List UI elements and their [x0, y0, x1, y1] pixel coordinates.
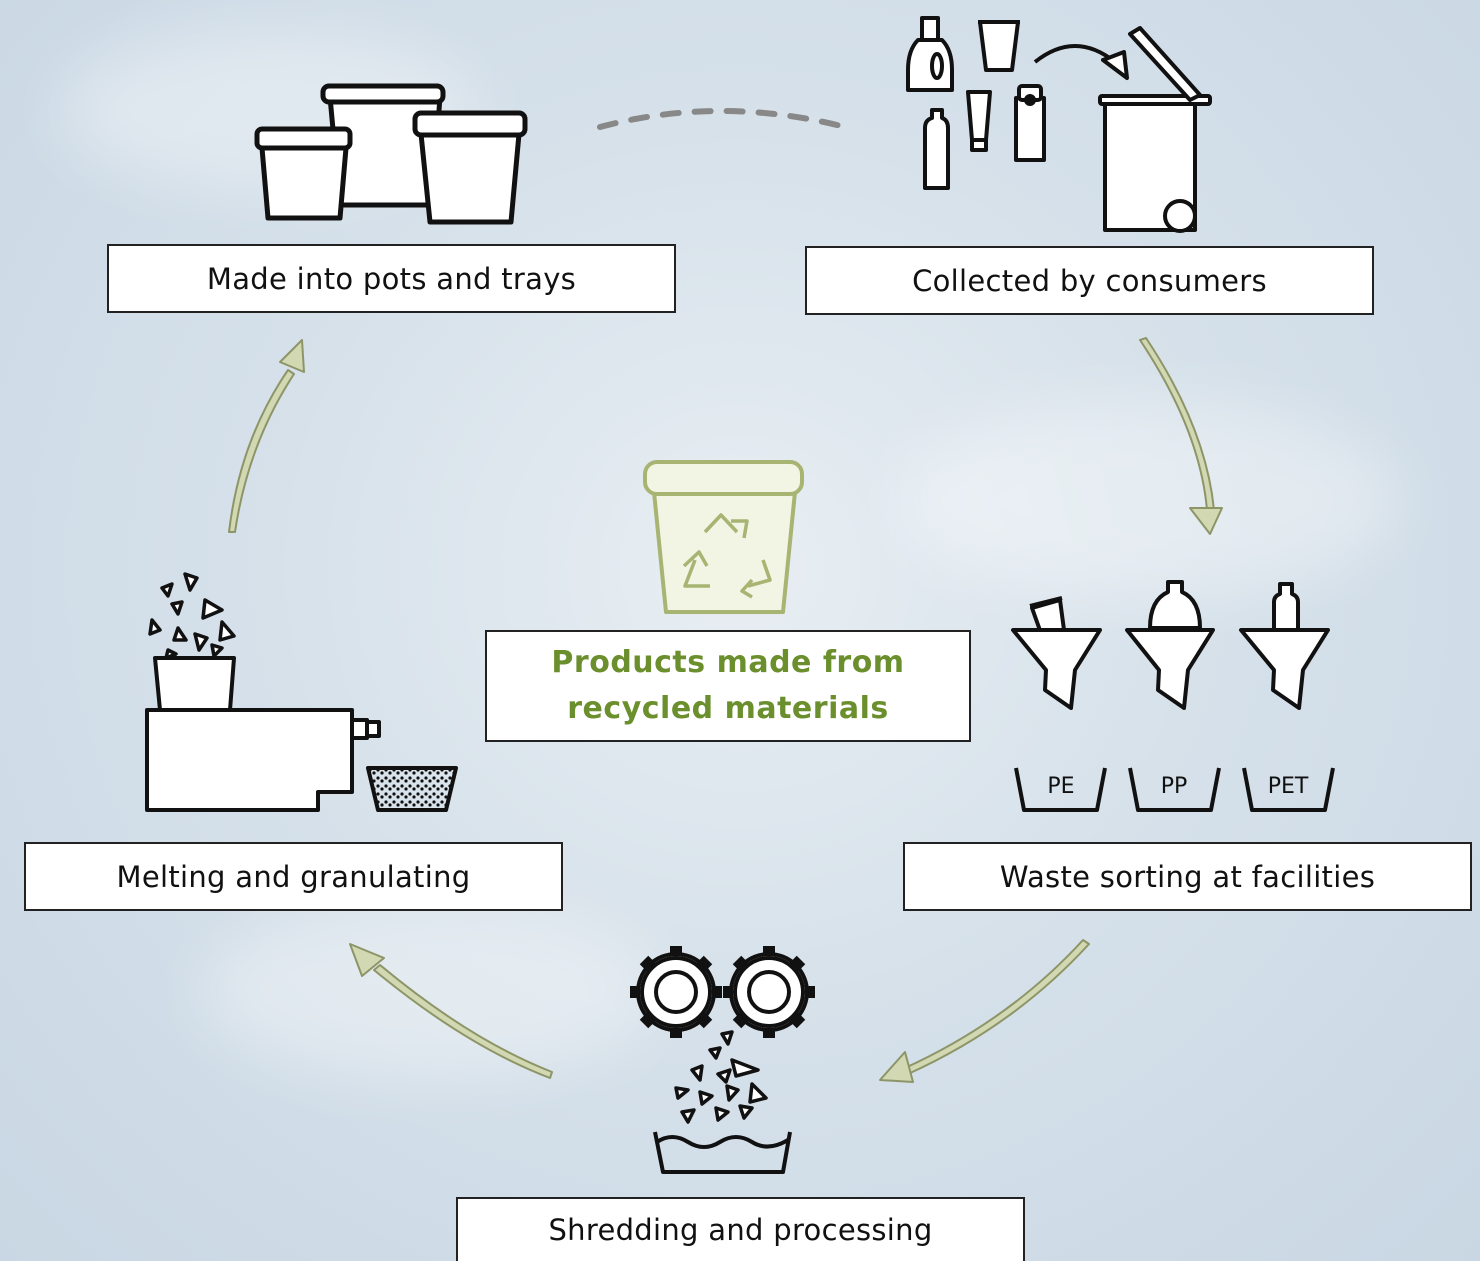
pots-icon: [254, 83, 528, 225]
funnels-icon: [1011, 580, 1330, 710]
drop-arrow-icon: [1033, 44, 1117, 64]
cycle-arrows: [228, 337, 1223, 1083]
center-title-box: Products made from recycled materials: [485, 630, 971, 742]
background-cloud: [900, 400, 1400, 600]
step-label-shredding: Shredding and processing: [548, 1213, 933, 1247]
water-basin-icon: [653, 1131, 792, 1174]
dashed-connector: [597, 108, 848, 130]
step-box-sorting: Waste sorting at facilities: [903, 842, 1472, 911]
arrow-melting-to-pots: [228, 369, 295, 533]
shards-icon: [148, 572, 236, 660]
center-title-line-2: recycled materials: [567, 691, 889, 726]
shredded-pieces-icon: [674, 1030, 768, 1124]
step-label-pots: Made into pots and trays: [206, 261, 577, 296]
step-box-collected: Collected by consumers: [805, 246, 1374, 315]
bin-label-pet: PET: [1268, 774, 1309, 799]
step-label-sorting: Waste sorting at facilities: [999, 859, 1376, 894]
center-title-line-1: Products made from: [551, 645, 905, 680]
arrow-sorting-to-shredding: [904, 939, 1090, 1075]
step-box-pots: Made into pots and trays: [107, 244, 676, 313]
step-box-melting: Melting and granulating: [24, 842, 563, 911]
step-label-melting: Melting and granulating: [116, 859, 471, 894]
sorting-bins-icon: [1014, 767, 1335, 812]
granulating-machine-icon: [145, 656, 458, 812]
step-box-shredding: Shredding and processing: [456, 1197, 1025, 1261]
bin-label-pp: PP: [1161, 774, 1188, 799]
recycled-pot-icon: [643, 460, 804, 614]
step-label-collected: Collected by consumers: [912, 263, 1267, 298]
arrow-collected-to-sorting: [1139, 337, 1215, 511]
bin-label-pe: PE: [1047, 774, 1074, 799]
background-cloud: [200, 900, 660, 1080]
bottles-and-bin-icon: [906, 16, 1212, 233]
arrow-shredding-to-melting: [373, 964, 553, 1079]
gears-icon: [630, 946, 815, 1038]
